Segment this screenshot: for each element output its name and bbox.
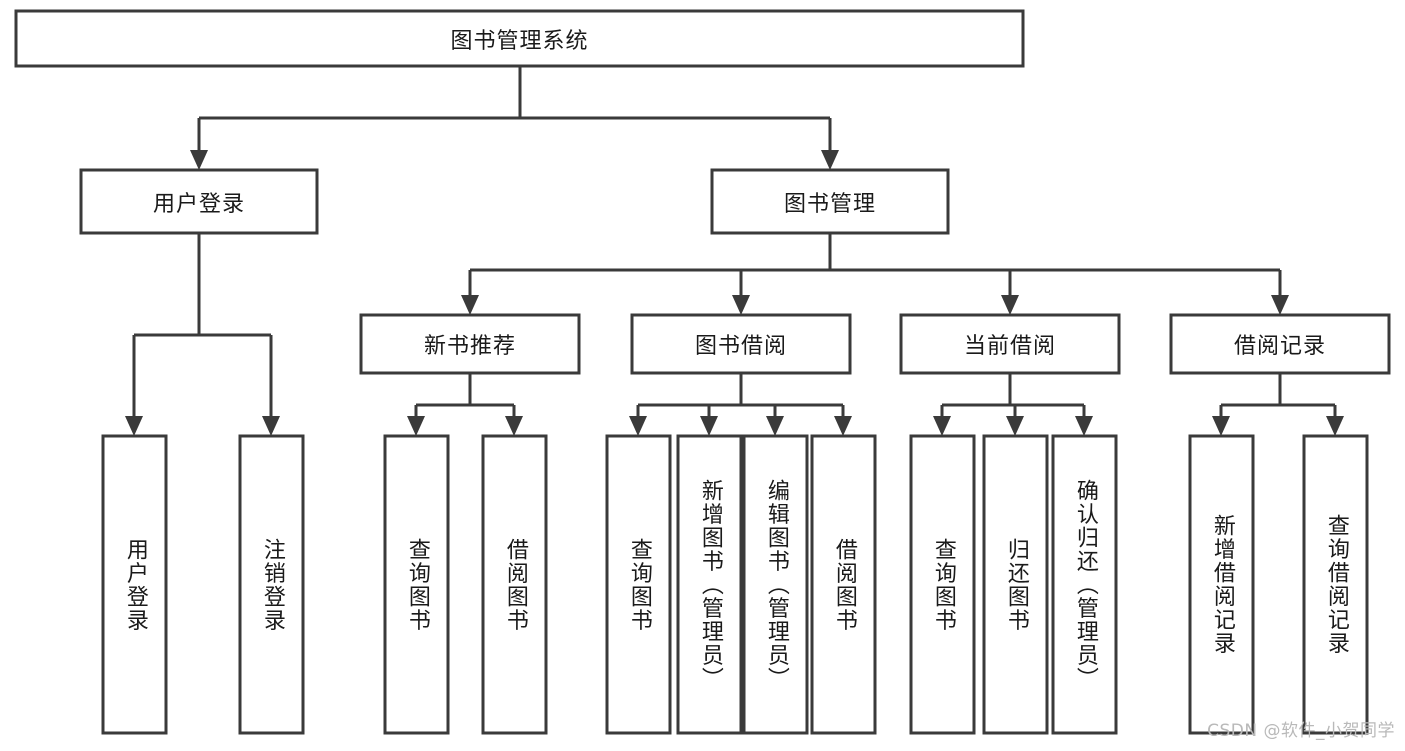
connector-arrowhead bbox=[821, 150, 839, 170]
connectors-layer bbox=[125, 66, 1344, 436]
node-box-leaf-query-book-1[interactable] bbox=[383, 434, 450, 735]
connector-group bbox=[125, 233, 280, 436]
connector-arrowhead bbox=[933, 416, 951, 436]
node-box-book-manage[interactable] bbox=[710, 168, 950, 235]
node-box-leaf-confirm-return[interactable] bbox=[1051, 434, 1118, 735]
connector-arrowhead bbox=[629, 416, 647, 436]
connector-arrowhead bbox=[1006, 416, 1024, 436]
connector-arrowhead bbox=[1326, 416, 1344, 436]
connector-group bbox=[629, 373, 852, 436]
node-box-leaf-query-book-3[interactable] bbox=[909, 434, 976, 735]
connector-arrowhead bbox=[505, 416, 523, 436]
connector-arrowhead bbox=[407, 416, 425, 436]
node-box-book-borrow[interactable] bbox=[630, 313, 852, 375]
node-box-leaf-edit-book[interactable] bbox=[742, 434, 809, 735]
connector-arrowhead bbox=[700, 416, 718, 436]
connector-arrowhead bbox=[125, 416, 143, 436]
connector-group bbox=[407, 373, 523, 436]
watermark: CSDN @软件_小贺同学 bbox=[1207, 721, 1395, 741]
node-box-leaf-add-book[interactable] bbox=[676, 434, 743, 735]
node-box-user-login[interactable] bbox=[79, 168, 319, 235]
connector-arrowhead bbox=[461, 295, 479, 315]
connector-arrowhead bbox=[190, 150, 208, 170]
node-box-leaf-query-book-2[interactable] bbox=[605, 434, 672, 735]
node-box-new-book-rec[interactable] bbox=[359, 313, 581, 375]
node-box-borrow-record[interactable] bbox=[1169, 313, 1391, 375]
connector-arrowhead bbox=[1271, 295, 1289, 315]
node-box-leaf-query-record[interactable] bbox=[1302, 434, 1369, 735]
connector-group bbox=[1212, 373, 1344, 436]
node-box-leaf-borrow-book-2[interactable] bbox=[810, 434, 877, 735]
connector-arrowhead bbox=[1001, 295, 1019, 315]
connector-arrowhead bbox=[1075, 416, 1093, 436]
connector-arrowhead bbox=[732, 295, 750, 315]
connector-group bbox=[461, 233, 1289, 315]
connector-arrowhead bbox=[262, 416, 280, 436]
node-box-leaf-return-book[interactable] bbox=[982, 434, 1049, 735]
connector-arrowhead bbox=[834, 416, 852, 436]
node-box-leaf-user-login[interactable] bbox=[101, 434, 168, 735]
node-box-leaf-add-record[interactable] bbox=[1188, 434, 1255, 735]
connector-group bbox=[933, 373, 1093, 436]
node-box-leaf-user-logout[interactable] bbox=[238, 434, 305, 735]
connector-group bbox=[190, 66, 839, 170]
connector-arrowhead bbox=[1212, 416, 1230, 436]
connector-arrowhead bbox=[766, 416, 784, 436]
node-box-leaf-borrow-book-1[interactable] bbox=[481, 434, 548, 735]
boxes-layer bbox=[14, 9, 1391, 735]
node-box-current-borrow[interactable] bbox=[899, 313, 1121, 375]
node-box-root[interactable] bbox=[14, 9, 1025, 68]
